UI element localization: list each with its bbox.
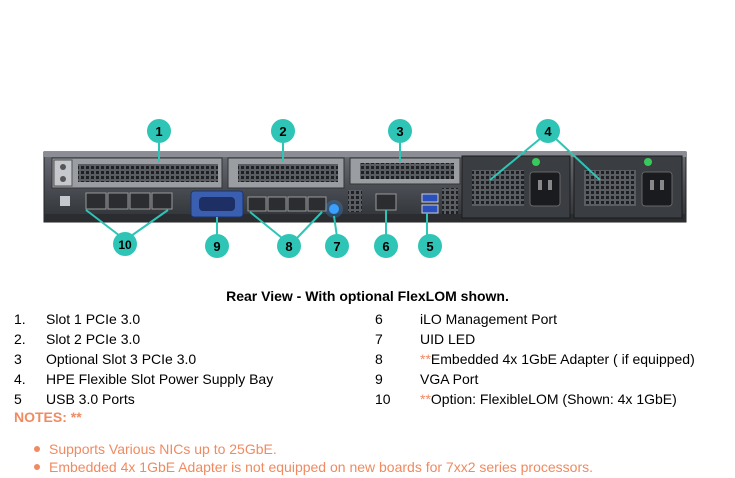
legend-item: 5 USB 3.0 Ports: [14, 389, 273, 409]
bullet-icon: [34, 446, 40, 452]
legend-note-marker: **: [420, 351, 431, 367]
legend-number: 9: [375, 371, 383, 387]
uid-led: [329, 204, 339, 214]
bullet-icon: [34, 464, 40, 470]
callout-1: 1: [147, 119, 171, 143]
legend-label: iLO Management Port: [420, 311, 557, 327]
notes-heading: NOTES: **: [14, 409, 82, 425]
callout-leader-lines: [85, 137, 601, 239]
legend-number: 6: [375, 311, 383, 327]
legend-number: 7: [375, 331, 383, 347]
flexlom-ports: [60, 192, 173, 210]
callout-8: 8: [277, 234, 301, 258]
svg-text:8: 8: [285, 239, 292, 254]
notes-list: Supports Various NICs up to 25GbE. Embed…: [34, 440, 593, 476]
legend-item: 2. Slot 2 PCIe 3.0: [14, 329, 273, 349]
legend-label: Embedded 4x 1GbE Adapter ( if equipped): [430, 351, 695, 367]
callout-2: 2: [271, 119, 295, 143]
legend-left: 1. Slot 1 PCIe 3.0 2. Slot 2 PCIe 3.0 3 Opt…: [14, 309, 273, 409]
callout-7: 7: [325, 234, 349, 258]
legend-label: VGA Port: [420, 371, 479, 387]
ilo-port: [375, 193, 397, 211]
power-supply-bay-1: [461, 155, 571, 219]
svg-text:2: 2: [279, 124, 286, 139]
legend-item: 9 VGA Port: [375, 369, 695, 389]
note-item: Supports Various NICs up to 25GbE.: [34, 440, 593, 458]
pcie-slot-1: [51, 157, 223, 189]
callout-9: 9: [205, 234, 229, 258]
legend-label: Slot 2 PCIe 3.0: [46, 331, 141, 347]
callout-6: 6: [374, 234, 398, 258]
svg-text:7: 7: [333, 239, 340, 254]
svg-text:3: 3: [396, 124, 403, 139]
legend-label: Option: FlexibleLOM (Shown: 4x 1GbE): [430, 391, 677, 407]
legend-number: 2.: [14, 331, 26, 347]
legend-number: 3: [14, 351, 22, 367]
legend-number: 10: [375, 391, 391, 407]
embedded-adapter-ports: [247, 196, 327, 212]
note-text: Supports Various NICs up to 25GbE.: [49, 441, 277, 457]
legend-number: 5: [14, 391, 22, 407]
svg-text:5: 5: [426, 239, 433, 254]
legend-number: 4.: [14, 371, 26, 387]
svg-text:10: 10: [118, 238, 132, 252]
pcie-slot-3: [349, 157, 461, 185]
svg-text:6: 6: [382, 239, 389, 254]
legend-label: HPE Flexible Slot Power Supply Bay: [46, 371, 274, 387]
legend-number: 8: [375, 351, 383, 367]
legend-label: Optional Slot 3 PCIe 3.0: [46, 351, 197, 367]
server-rear-view-figure: 1 2 3 4 5 6 7 8 9 10: [43, 119, 687, 258]
note-item: Embedded 4x 1GbE Adapter is not equipped…: [34, 458, 593, 476]
callout-10: 10: [113, 232, 137, 256]
callout-5: 5: [418, 234, 442, 258]
legend-item: 6 iLO Management Port: [375, 309, 695, 329]
svg-text:1: 1: [155, 124, 162, 139]
legend-item: 3 Optional Slot 3 PCIe 3.0: [14, 349, 273, 369]
callout-4: 4: [536, 119, 560, 143]
svg-text:9: 9: [213, 239, 220, 254]
legend-item: 7 UID LED: [375, 329, 695, 349]
legend-item: 4. HPE Flexible Slot Power Supply Bay: [14, 369, 273, 389]
usb-ports: [421, 193, 439, 214]
legend-item: 1. Slot 1 PCIe 3.0: [14, 309, 273, 329]
legend-label: UID LED: [420, 331, 476, 347]
pcie-slot-2: [227, 157, 345, 189]
legend-item: 8 **Embedded 4x 1GbE Adapter ( if equippe…: [375, 349, 695, 369]
legend-number: 1.: [14, 311, 26, 327]
legend-item: 10 **Option: FlexibleLOM (Shown: 4x 1GbE): [375, 389, 695, 409]
legend-label: Slot 1 PCIe 3.0: [46, 311, 141, 327]
note-text: Embedded 4x 1GbE Adapter is not equipped…: [49, 459, 593, 475]
legend-note-marker: **: [420, 391, 431, 407]
callout-3: 3: [388, 119, 412, 143]
vga-port: [190, 190, 244, 218]
power-supply-bay-2: [573, 155, 683, 219]
svg-text:4: 4: [544, 124, 552, 139]
figure-caption: Rear View - With optional FlexLOM shown.: [226, 288, 509, 304]
legend-label: USB 3.0 Ports: [46, 391, 135, 407]
